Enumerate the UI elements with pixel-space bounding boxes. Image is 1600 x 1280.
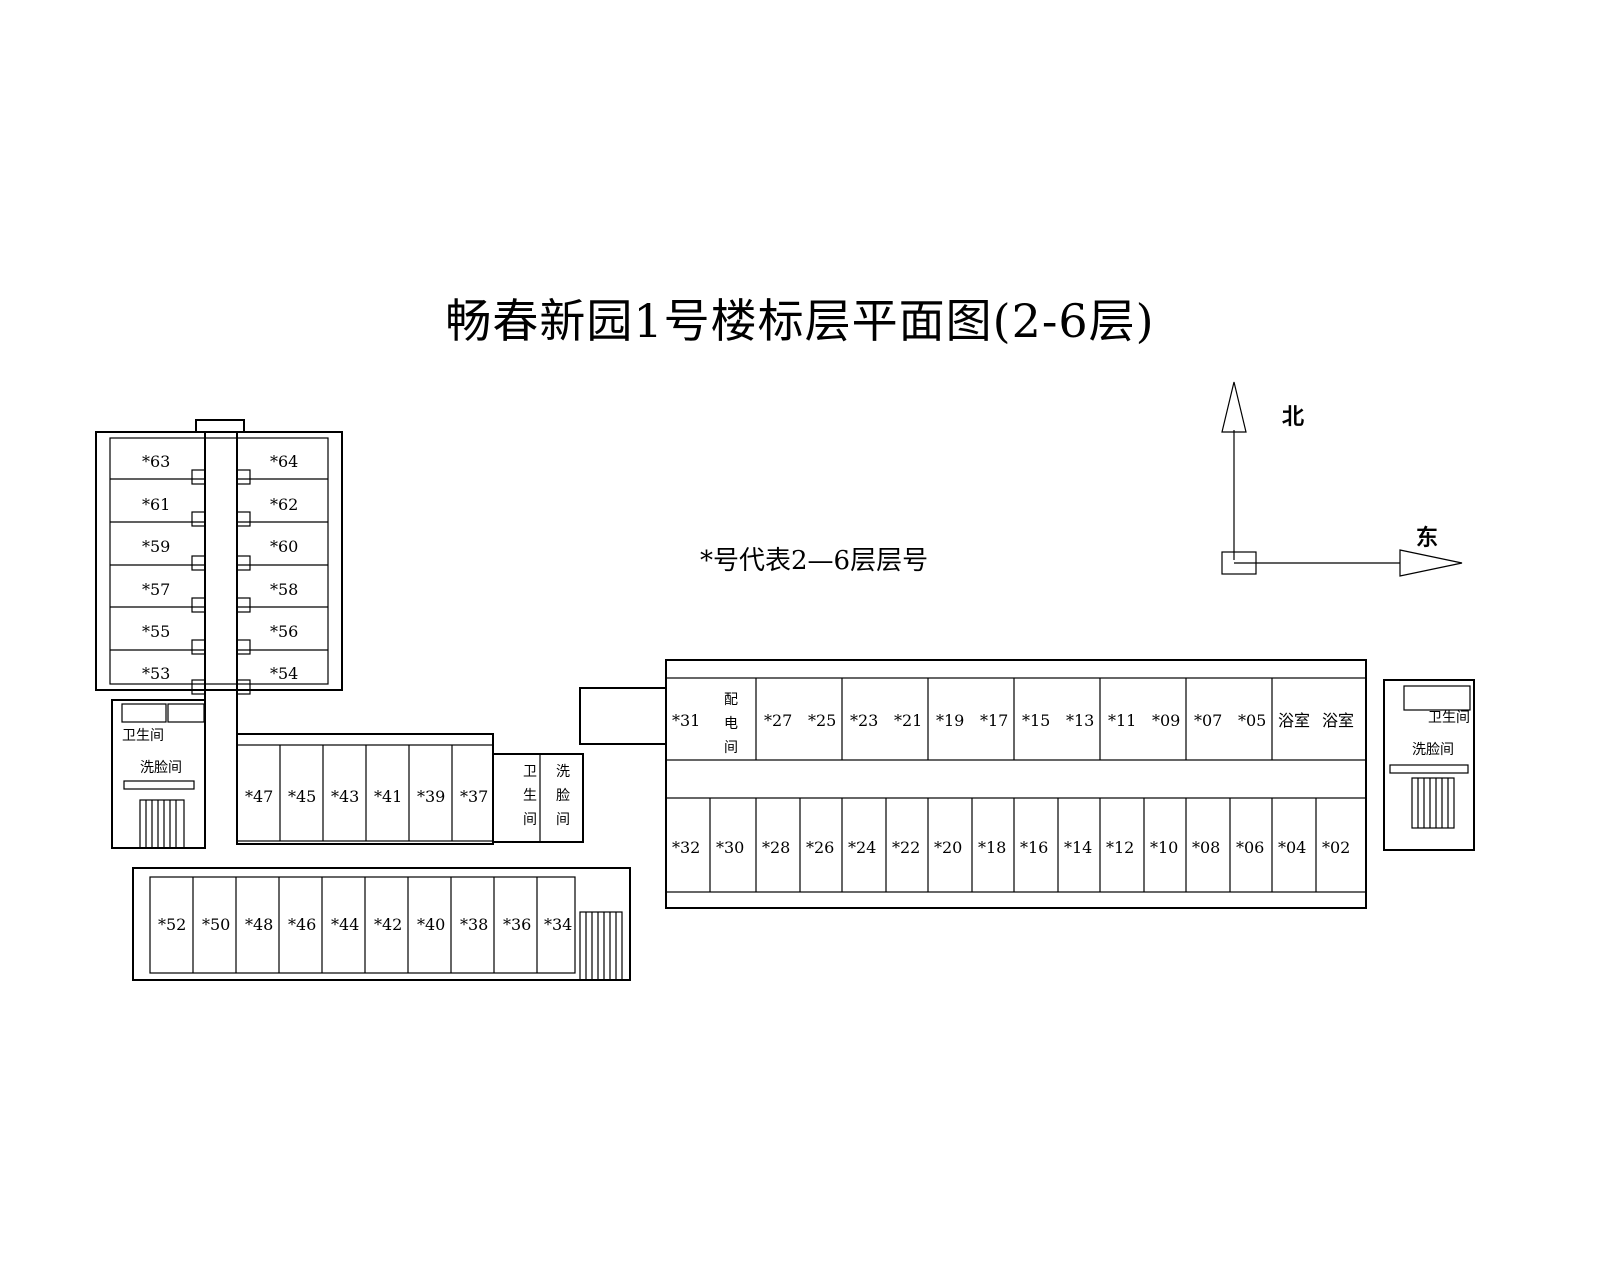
room-label: *21 bbox=[894, 711, 922, 730]
room-label: *36 bbox=[503, 915, 531, 934]
room-label: *50 bbox=[202, 915, 230, 934]
room-label: *45 bbox=[288, 787, 316, 806]
bath-label: 浴室 bbox=[1278, 711, 1310, 730]
washroom-label-middle: 脸 bbox=[556, 788, 570, 804]
room-label: *19 bbox=[936, 711, 964, 730]
room-label: *22 bbox=[892, 838, 920, 857]
room-label: *44 bbox=[331, 915, 359, 934]
room-label: *32 bbox=[672, 838, 700, 857]
room-label: *13 bbox=[1066, 711, 1094, 730]
bath-label: 浴室 bbox=[1322, 711, 1354, 730]
room-label: *23 bbox=[850, 711, 878, 730]
toilet-label-west: 卫生间 bbox=[122, 728, 164, 744]
room-label: *53 bbox=[142, 664, 170, 683]
room-label: *08 bbox=[1192, 838, 1220, 857]
room-label: *17 bbox=[980, 711, 1008, 730]
room-label: *57 bbox=[142, 580, 170, 599]
room-label: *07 bbox=[1194, 711, 1222, 730]
room-label: *38 bbox=[460, 915, 488, 934]
room-label: *24 bbox=[848, 838, 876, 857]
room-label: *55 bbox=[142, 622, 170, 641]
room-label: *46 bbox=[288, 915, 316, 934]
east-wing bbox=[665, 659, 1475, 909]
facility-labels: 卫生间 洗脸间 卫生间 洗脸间 浴室 浴室 卫 生 间 洗 脸 间 配 电 间 bbox=[122, 692, 1470, 828]
washroom-label-middle: 间 bbox=[556, 812, 570, 828]
room-label: *14 bbox=[1064, 838, 1092, 857]
room-label: *43 bbox=[331, 787, 359, 806]
east-label: 东 bbox=[1416, 525, 1438, 551]
room-label: *56 bbox=[270, 622, 298, 641]
power-room-label: 间 bbox=[724, 740, 738, 756]
room-label: *18 bbox=[978, 838, 1006, 857]
room-label: *11 bbox=[1108, 711, 1136, 730]
room-labels: *63 *64 *61 *62 *59 *60 *57 *58 *55 *56 … bbox=[142, 452, 1350, 934]
room-label: *20 bbox=[934, 838, 962, 857]
room-label: *59 bbox=[142, 537, 170, 556]
room-label: *64 bbox=[270, 452, 298, 471]
power-room-label: 配 bbox=[724, 692, 738, 708]
toilet-label-middle: 卫 bbox=[523, 764, 537, 780]
compass: 北 东 bbox=[1221, 381, 1463, 577]
room-label: *34 bbox=[544, 915, 572, 934]
room-label: *39 bbox=[417, 787, 445, 806]
room-label: *47 bbox=[245, 787, 273, 806]
room-label: *28 bbox=[762, 838, 790, 857]
room-label: *58 bbox=[270, 580, 298, 599]
west-wing bbox=[95, 419, 343, 849]
toilet-label-middle: 间 bbox=[523, 812, 537, 828]
room-label: *06 bbox=[1236, 838, 1264, 857]
room-label: *40 bbox=[417, 915, 445, 934]
room-label: *42 bbox=[374, 915, 402, 934]
room-label: *31 bbox=[672, 711, 700, 730]
room-label: *10 bbox=[1150, 838, 1178, 857]
room-label: *62 bbox=[270, 495, 298, 514]
room-label: *15 bbox=[1022, 711, 1050, 730]
middle-wing bbox=[132, 687, 667, 981]
room-label: *48 bbox=[245, 915, 273, 934]
room-label: *37 bbox=[460, 787, 488, 806]
room-label: *25 bbox=[808, 711, 836, 730]
room-label: *63 bbox=[142, 452, 170, 471]
power-room-label: 电 bbox=[724, 716, 738, 732]
room-label: *52 bbox=[158, 915, 186, 934]
room-label: *02 bbox=[1322, 838, 1350, 857]
plan-title: 畅春新园1号楼标层平面图(2-6层) bbox=[445, 294, 1155, 348]
room-label: *09 bbox=[1152, 711, 1180, 730]
north-label: 北 bbox=[1282, 405, 1304, 430]
room-label: *27 bbox=[764, 711, 792, 730]
toilet-label-east: 卫生间 bbox=[1428, 710, 1470, 726]
room-label: *05 bbox=[1238, 711, 1266, 730]
room-label: *60 bbox=[270, 537, 298, 556]
room-label: *26 bbox=[806, 838, 834, 857]
room-label: *54 bbox=[270, 664, 298, 683]
floor-number-note: *号代表2—6层层号 bbox=[700, 546, 929, 576]
toilet-label-middle: 生 bbox=[523, 788, 537, 804]
room-label: *04 bbox=[1278, 838, 1306, 857]
room-label: *16 bbox=[1020, 838, 1048, 857]
washroom-label-middle: 洗 bbox=[556, 764, 570, 780]
room-label: *61 bbox=[142, 495, 170, 514]
washroom-label-east: 洗脸间 bbox=[1412, 742, 1454, 758]
room-label: *41 bbox=[374, 787, 402, 806]
room-label: *12 bbox=[1106, 838, 1134, 857]
room-label: *30 bbox=[716, 838, 744, 857]
washroom-label-west: 洗脸间 bbox=[140, 760, 182, 776]
